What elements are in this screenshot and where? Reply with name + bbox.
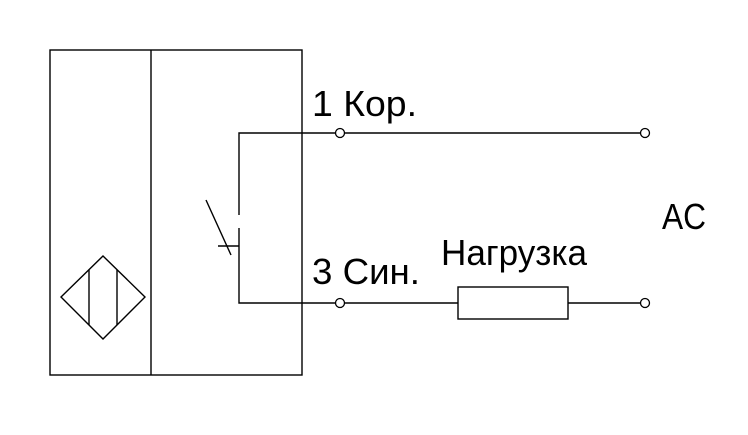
switch-wire-bottom	[238, 228, 340, 304]
terminal-3-outer	[639, 297, 651, 309]
switch-blade	[205, 199, 232, 256]
inductive-sensor-icon	[60, 255, 146, 340]
terminal-1-outer	[639, 127, 651, 139]
sensor-housing	[49, 49, 303, 376]
sensor-diamond	[60, 255, 146, 340]
label-terminal-3: 3 Син.	[312, 251, 420, 292]
load-resistor	[457, 286, 569, 320]
switch-contact	[205, 132, 340, 304]
terminal-1-inner	[334, 127, 346, 139]
switch-wire-top	[238, 132, 340, 215]
label-terminal-1: 1 Кор.	[312, 83, 417, 124]
label-supply: AC	[662, 196, 706, 237]
sensor-body	[49, 49, 303, 376]
terminal-3-inner	[334, 297, 346, 309]
label-load: Нагрузка	[441, 232, 588, 273]
